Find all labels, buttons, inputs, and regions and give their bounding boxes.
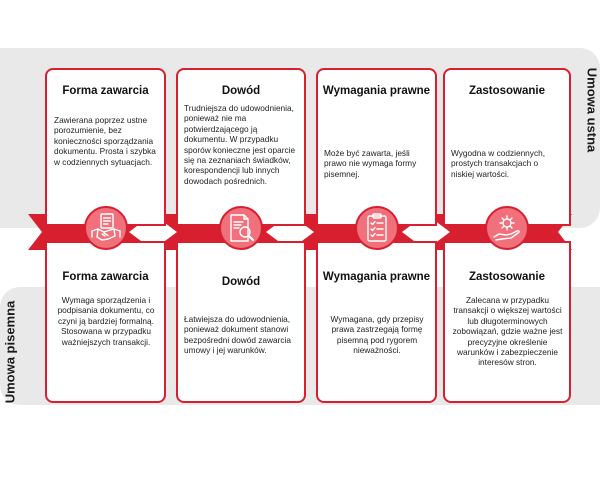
oral-contract-label: Umowa ustna xyxy=(584,67,600,153)
oral-use-title: Zastosowanie xyxy=(468,85,546,97)
written-legal-text: Wymagana, gdy przepisy prawa zastrzegają… xyxy=(330,314,424,356)
written-use-card: Zastosowanie Zalecana w przypadku transa… xyxy=(443,241,571,403)
written-form-text: Wymaga sporządzenia i podpisania dokumen… xyxy=(57,295,155,347)
oral-proof-card: Dowód Trudniejsza do udowodnienia, ponie… xyxy=(176,68,306,226)
written-form-card: Forma zawarcia Wymaga sporządzenia i pod… xyxy=(45,241,166,403)
written-contract-label: Umowa pisemna xyxy=(2,300,18,404)
oral-legal-card: Wymagania prawne Może być zawarta, jeśli… xyxy=(316,68,437,226)
oral-legal-text: Może być zawarta, jeśli prawo nie wymaga… xyxy=(324,148,417,179)
written-use-text: Zalecana w przypadku transakcji o większ… xyxy=(452,295,563,368)
written-proof-card: Dowód Łatwiejsza do udowodnienia, poniew… xyxy=(176,241,306,403)
oral-form-title: Forma zawarcia xyxy=(62,85,149,97)
written-legal-title: Wymagania prawne xyxy=(322,271,431,283)
handshake-document-icon xyxy=(84,206,128,250)
written-legal-card: Wymagania prawne Wymagana, gdy przepisy … xyxy=(316,241,437,403)
written-proof-title: Dowód xyxy=(221,276,261,288)
oral-proof-title: Dowód xyxy=(221,85,261,97)
gear-hand-icon xyxy=(485,206,529,250)
oral-use-text: Wygodna w codziennych, prostych transakc… xyxy=(451,148,546,179)
oral-legal-title: Wymagania prawne xyxy=(322,85,431,97)
written-proof-text: Łatwiejsza do udowodnienia, ponieważ dok… xyxy=(184,314,292,356)
oral-form-text: Zawierana poprzez ustne porozumienie, be… xyxy=(54,115,156,167)
document-magnifier-icon xyxy=(219,206,263,250)
oral-proof-text: Trudniejsza do udowodnienia, ponieważ ni… xyxy=(184,103,296,186)
checklist-clipboard-icon xyxy=(355,206,399,250)
oral-form-card: Forma zawarcia Zawierana poprzez ustne p… xyxy=(45,68,166,226)
written-use-title: Zastosowanie xyxy=(468,271,546,283)
written-form-title: Forma zawarcia xyxy=(62,271,149,283)
oral-use-card: Zastosowanie Wygodna w codziennych, pros… xyxy=(443,68,571,226)
